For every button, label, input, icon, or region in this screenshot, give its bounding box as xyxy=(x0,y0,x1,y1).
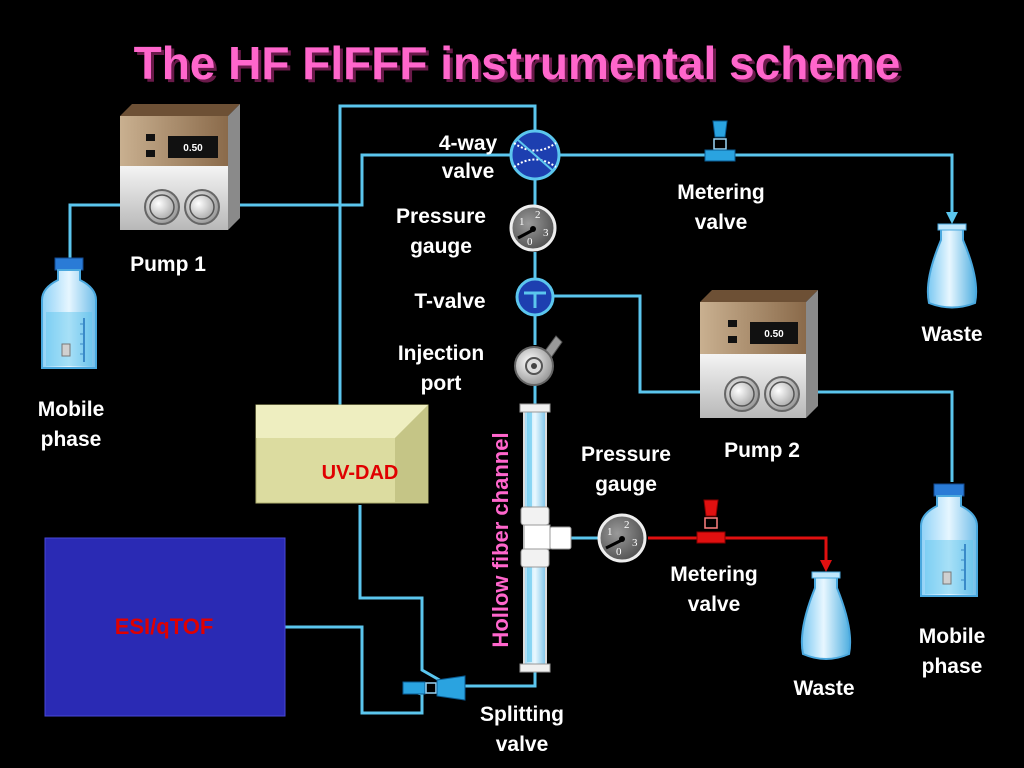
metering-valve-bottom-label-1: Metering xyxy=(670,563,758,586)
uv-dad-label: UV-DAD xyxy=(322,462,399,484)
pressure-gauge-top-label-2: gauge xyxy=(410,235,472,258)
mobile-phase-right-label-2: phase xyxy=(922,655,983,678)
pressure-gauge-bottom-label-1: Pressure xyxy=(581,443,671,466)
mobile-phase-bottle-right-icon xyxy=(920,483,978,597)
gauge-bottom-num-3: 3 xyxy=(632,537,638,549)
metering-valve-bottom-label-2: valve xyxy=(688,593,741,616)
pressure-gauge-top-label-1: Pressure xyxy=(396,205,486,228)
injection-port-label-2: port xyxy=(421,372,462,395)
pump1-display-value: 0.50 xyxy=(183,143,203,154)
pump2-device[interactable]: 0.50 xyxy=(700,290,818,418)
pump2-display-value: 0.50 xyxy=(764,329,784,340)
pump1-label: Pump 1 xyxy=(130,253,206,276)
esi-qtof-box[interactable] xyxy=(44,537,286,717)
pressure-gauge-bottom-label-2: gauge xyxy=(595,473,657,496)
tubing xyxy=(68,104,954,715)
metering-valve-top-icon[interactable] xyxy=(704,120,736,162)
gauge-top-num-2: 2 xyxy=(535,209,541,221)
metering-valve-top-label-2: valve xyxy=(695,211,748,234)
splitting-valve-label-1: Splitting xyxy=(480,703,564,726)
page-title: The HF FlFFF instrumental scheme xyxy=(134,37,901,89)
esi-qtof-label: ESI/qTOF xyxy=(115,614,214,639)
waste-top-label: Waste xyxy=(921,323,982,346)
uv-dad-detector[interactable] xyxy=(255,404,429,504)
mobile-phase-bottle-left-icon xyxy=(41,257,97,369)
pump2-label: Pump 2 xyxy=(724,439,800,462)
injection-port-icon[interactable] xyxy=(514,335,563,386)
gauge-top-num-3: 3 xyxy=(543,227,549,239)
metering-valve-top-label-1: Metering xyxy=(677,181,765,204)
page-title-shadow: The HF FlFFF instrumental scheme xyxy=(137,40,904,92)
mobile-phase-left-label-2: phase xyxy=(41,428,102,451)
tee-fitting-icon xyxy=(520,506,572,568)
splitting-valve-label-2: valve xyxy=(496,733,549,756)
waste-flask-top-icon xyxy=(926,223,978,309)
t-valve-label: T-valve xyxy=(414,290,485,313)
waste-bottom-label: Waste xyxy=(793,677,854,700)
metering-valve-bottom-icon[interactable] xyxy=(696,499,726,544)
gauge-top-num-0: 0 xyxy=(527,236,533,248)
injection-port-label-1: Injection xyxy=(398,342,484,365)
gauge-top-num-1: 1 xyxy=(519,216,525,228)
waste-top-arrow xyxy=(946,212,958,224)
gauge-bottom-num-0: 0 xyxy=(616,546,622,558)
four-way-valve-label-1: 4-way xyxy=(439,132,498,155)
pressure-gauge-bottom-icon: 1 2 3 0 xyxy=(597,513,647,563)
gauge-bottom-num-2: 2 xyxy=(624,519,630,531)
mobile-phase-left-label-1: Mobile xyxy=(38,398,105,421)
four-way-valve-label-2: valve xyxy=(442,160,495,183)
splitting-valve-icon[interactable] xyxy=(402,675,466,701)
gauge-bottom-num-1: 1 xyxy=(607,526,613,538)
pump1-device[interactable]: 0.50 xyxy=(120,104,240,230)
four-way-valve-icon[interactable] xyxy=(509,129,561,181)
pressure-gauge-top-icon: 1 2 3 0 xyxy=(509,204,557,252)
hollow-fiber-channel-label: Hollow fiber channel xyxy=(488,432,513,647)
t-valve-icon[interactable] xyxy=(515,277,555,317)
waste-flask-bottom-icon xyxy=(800,571,852,660)
mobile-phase-right-label-1: Mobile xyxy=(919,625,986,648)
